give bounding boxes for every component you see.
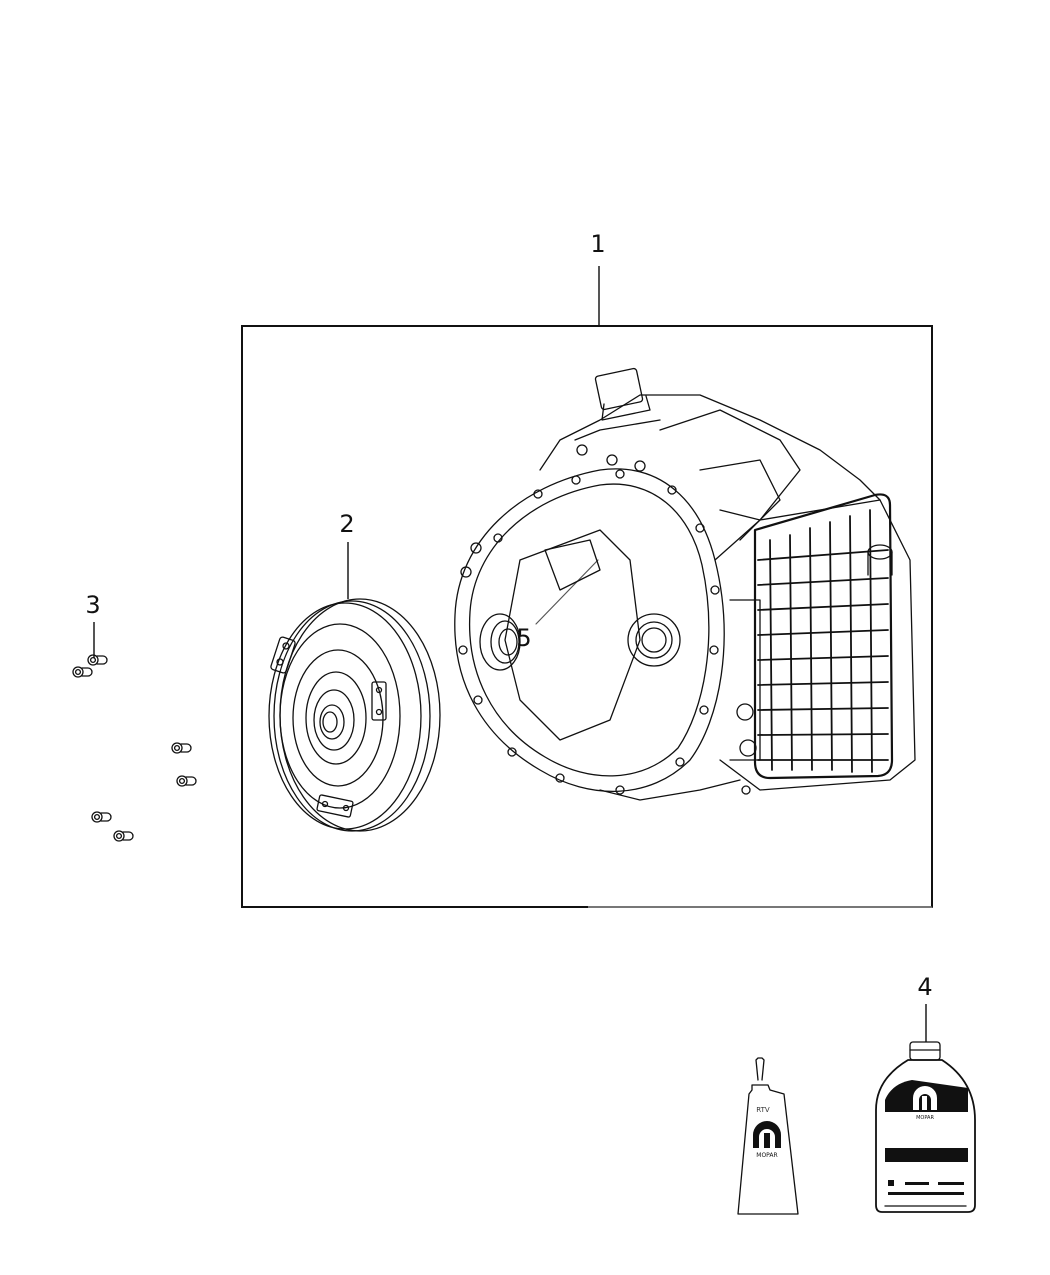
callout-4[interactable]: 4 (917, 973, 933, 1001)
callout-3[interactable]: 3 (85, 591, 101, 619)
leader-line-5 (535, 559, 599, 625)
leader-line-4 (925, 1004, 927, 1042)
torque-converter-drawing (268, 598, 441, 832)
assembly-box-edge (241, 906, 588, 908)
bolt-icon (87, 654, 108, 666)
leader-line-3 (93, 622, 95, 658)
callout-2[interactable]: 2 (339, 510, 355, 538)
fluid-bottle-drawing: MOPAR (875, 1041, 976, 1213)
callout-1[interactable]: 1 (590, 230, 606, 258)
bolt-icon (113, 830, 134, 842)
svg-text:MOPAR: MOPAR (756, 1152, 777, 1159)
svg-text:MOPAR: MOPAR (916, 1115, 934, 1121)
leader-line-2 (347, 542, 349, 599)
bolt-icon (176, 775, 197, 787)
bolt-icon (171, 742, 192, 754)
bolt-icon (72, 666, 93, 678)
bolt-icon (91, 811, 112, 823)
rtv-tube-drawing: RTV MOPAR (737, 1057, 799, 1215)
leader-line-1 (598, 266, 600, 325)
bolt-icon-group (72, 654, 197, 842)
transmission-assembly-drawing (454, 367, 916, 801)
svg-text:RTV: RTV (756, 1106, 770, 1114)
